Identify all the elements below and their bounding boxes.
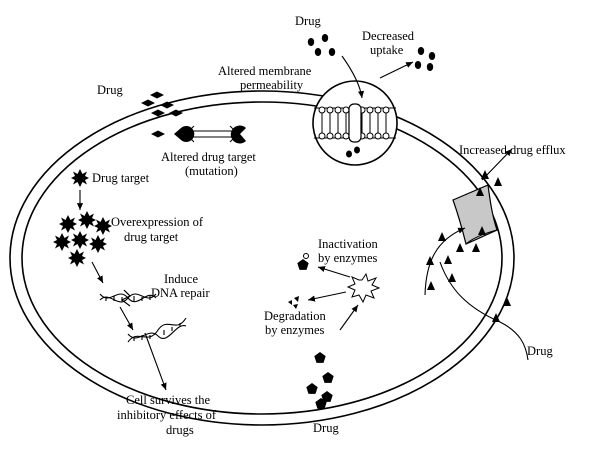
label-survives-1: Cell survives the: [126, 393, 210, 407]
inactivated-drug: [297, 253, 309, 270]
label-drug-bottom: Drug: [313, 421, 339, 435]
label-decreased-uptake-2: uptake: [370, 43, 404, 57]
drug-entry-path: [439, 261, 529, 361]
drug-diamonds-left: [141, 91, 183, 117]
label-increased-efflux: Increased drug efflux: [459, 143, 566, 157]
label-survives-2: inhibitory effects of: [117, 408, 217, 422]
cell-membrane-inner: [21, 101, 503, 415]
drug-pentagons: [306, 352, 334, 409]
arrow-efflux-internal: [424, 227, 466, 296]
arrow-inactivation: [317, 266, 351, 278]
label-induce-1: Induce: [164, 272, 198, 286]
label-altered-target-2: (mutation): [185, 164, 238, 178]
arrow-into-membrane: [341, 55, 365, 99]
dna-helix-1: [99, 293, 157, 303]
label-altered-membrane-1: Altered membrane: [218, 64, 312, 78]
label-inactivation-2: by enzymes: [318, 251, 377, 265]
label-decreased-uptake-1: Decreased: [362, 29, 415, 43]
arrow-dna-repair: [119, 306, 134, 331]
label-drug-right: Drug: [527, 344, 553, 358]
label-drug-top: Drug: [295, 14, 321, 28]
dna-helix-2: [127, 317, 187, 343]
label-drug-left: Drug: [97, 83, 123, 97]
label-altered-target-1: Altered drug target: [161, 150, 256, 164]
arrow-degradation: [307, 291, 347, 302]
degraded-drug-fragments: [288, 296, 299, 309]
membrane-permeability-inset: [312, 80, 398, 166]
label-altered-membrane-2: permeability: [240, 78, 304, 92]
label-degradation-2: by enzymes: [265, 323, 324, 337]
arrow-decreased-uptake: [379, 61, 414, 79]
efflux-pump: [452, 184, 498, 245]
arrow-to-dna: [91, 261, 104, 284]
arrow-cell-survives: [144, 332, 167, 391]
enzyme-burst: [346, 272, 381, 304]
label-survives-3: drugs: [166, 423, 194, 437]
altered-target-shapes: [151, 125, 246, 144]
label-degradation-1: Degradation: [264, 309, 327, 323]
label-induce-2: DNA repair: [151, 286, 210, 300]
cell-membrane-outer: [9, 90, 515, 426]
arrow-efflux-out: [481, 148, 513, 181]
dna-break-icon: [120, 289, 132, 307]
drug-dots-top: [307, 34, 436, 71]
label-overexpression-1: Overexpression of: [111, 215, 204, 229]
label-overexpression-2: drug target: [124, 230, 179, 244]
arrow-drug-to-enzyme: [339, 304, 359, 331]
label-inactivation-1: Inactivation: [318, 237, 378, 251]
label-drug-target: Drug target: [92, 171, 150, 185]
